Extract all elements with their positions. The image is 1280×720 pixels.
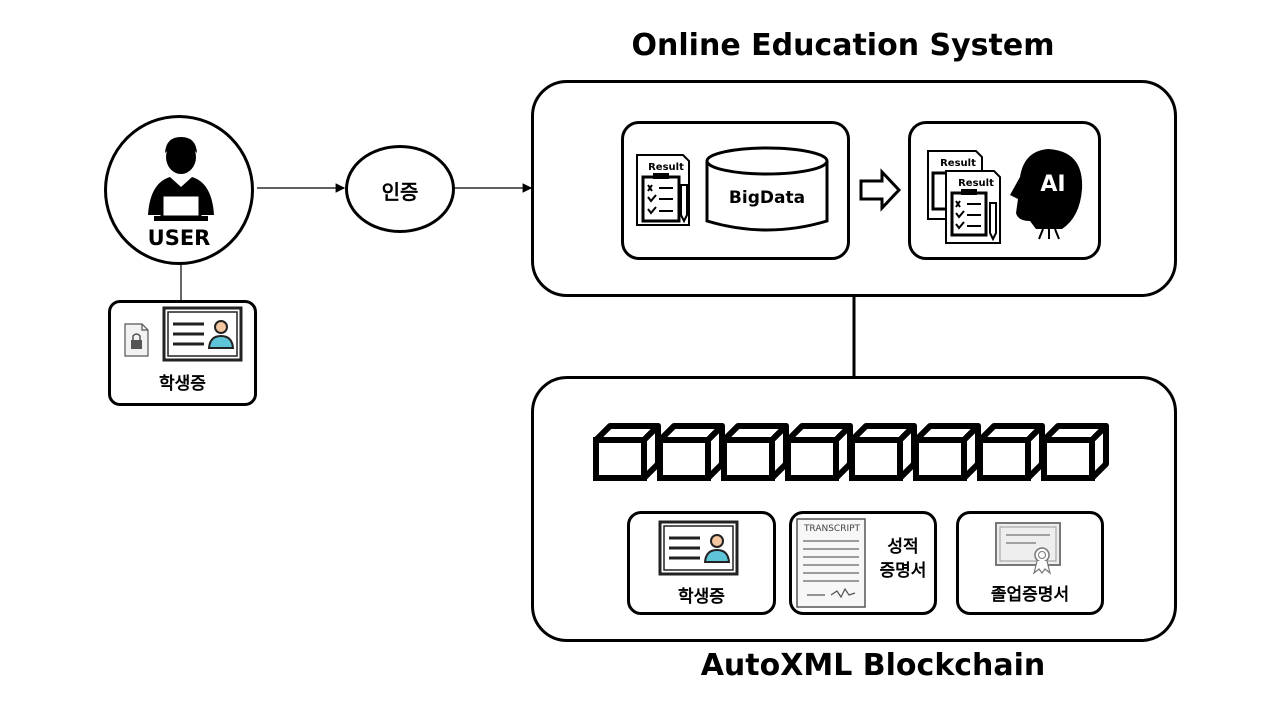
chain-block	[1041, 423, 1109, 481]
doc-transcript: TRANSCRIPT 성적 증명서	[789, 511, 937, 615]
student-id-box: 학생증	[108, 300, 257, 406]
result-stack-icon	[927, 150, 1001, 244]
doc-student-id: 학생증	[627, 511, 776, 615]
user-label: USER	[147, 226, 211, 250]
user-node: USER	[104, 115, 254, 265]
bigdata-cylinder-icon	[705, 146, 829, 232]
chain-block	[977, 423, 1045, 481]
transcript-document-icon	[796, 518, 866, 608]
ai-panel: Result Result AI	[908, 121, 1101, 260]
blockchain-title: AutoXML Blockchain	[700, 648, 1046, 683]
chain-block	[657, 423, 725, 481]
doc-student-id-label: 학생증	[678, 587, 725, 607]
ai-label: AI	[1040, 172, 1066, 197]
doc-id-card-icon	[658, 520, 739, 576]
user-person-icon	[148, 137, 214, 221]
auth-label: 인증	[381, 180, 419, 204]
graduation-label: 졸업증명서	[990, 585, 1070, 605]
result-clipboard-icon	[636, 154, 690, 226]
chain-block	[721, 423, 789, 481]
bigdata-panel: Result BigData	[621, 121, 850, 260]
bigdata-label: BigData	[728, 188, 806, 208]
auth-node: 인증	[345, 145, 455, 233]
doc-graduation: 졸업증명서	[956, 511, 1104, 615]
chain-block	[913, 423, 981, 481]
id-card-icon	[124, 306, 243, 362]
transcript-label-line2: 증명서	[879, 561, 927, 581]
chain-block	[849, 423, 917, 481]
result-label: Result	[648, 162, 684, 173]
result-label-front: Result	[958, 178, 994, 189]
ai-head-icon	[1010, 149, 1083, 240]
transcript-label-line1: 성적	[887, 537, 919, 557]
chain-block	[593, 423, 661, 481]
chain-block	[785, 423, 853, 481]
student-id-label: 학생증	[159, 374, 206, 394]
certificate-icon	[995, 522, 1061, 575]
online-system-title: Online Education System	[631, 28, 1055, 63]
transcript-header: TRANSCRIPT	[803, 524, 861, 534]
result-label-back: Result	[940, 158, 976, 169]
